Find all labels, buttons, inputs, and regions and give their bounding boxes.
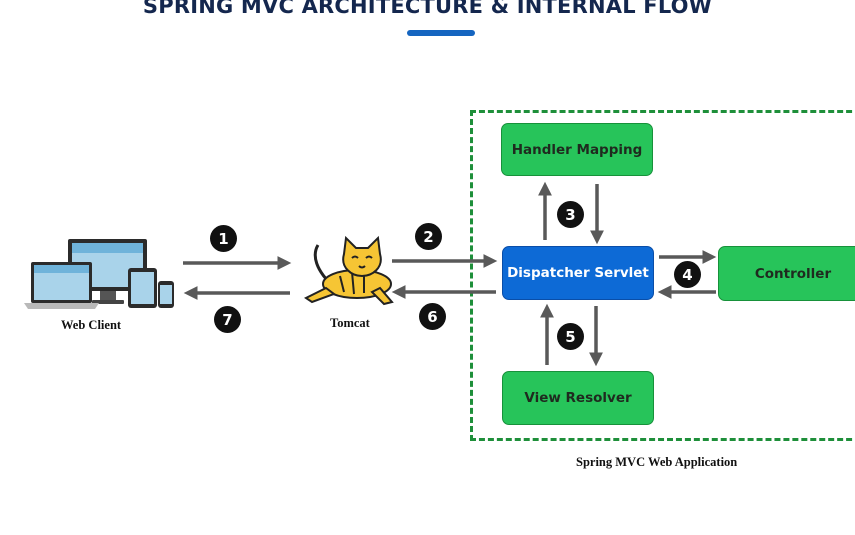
step-badge-5: 5 (557, 323, 584, 350)
dispatcher-servlet-box: Dispatcher Servlet (502, 246, 654, 300)
page-title: SPRING MVC ARCHITECTURE & INTERNAL FLOW (142, 0, 713, 18)
spring-app-boundary (470, 110, 855, 441)
tomcat-label: Tomcat (330, 316, 370, 330)
boundary-label: Spring MVC Web Application (576, 455, 738, 469)
step-badge-2: 2 (415, 223, 442, 250)
view-resolver-label: View Resolver (524, 390, 632, 406)
step-badge-7: 7 (214, 306, 241, 333)
controller-box: Controller (718, 246, 855, 301)
title-underline (407, 30, 475, 36)
controller-label: Controller (754, 265, 832, 282)
dispatcher-servlet-label: Dispatcher Servlet (507, 265, 649, 281)
step-badge-1: 1 (210, 225, 237, 252)
step-badge-3: 3 (557, 201, 584, 228)
handler-mapping-label: Handler Mapping (511, 141, 643, 158)
step-badge-6: 6 (419, 303, 446, 330)
step-badge-4: 4 (674, 261, 701, 288)
web-client-label: Web Client (61, 318, 122, 332)
handler-mapping-box: Handler Mapping (501, 123, 653, 176)
view-resolver-box: View Resolver (502, 371, 654, 425)
